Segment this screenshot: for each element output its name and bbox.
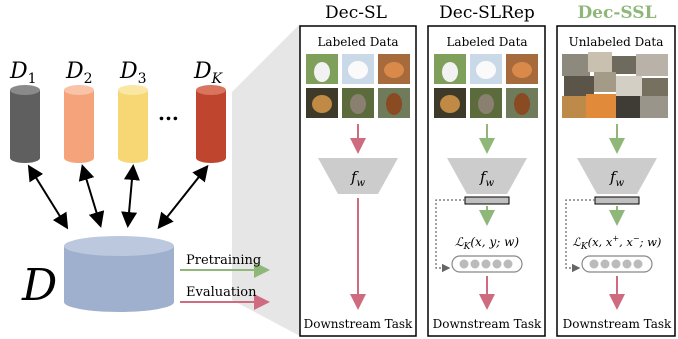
downstream-label-dec-slrep: Downstream Task	[433, 317, 542, 331]
source-dataset-3: D3	[118, 59, 148, 163]
source-label-2: D2	[65, 59, 93, 87]
data-label-dec-ssl: Unlabeled Data	[569, 35, 664, 49]
panel-dec-ssl: Unlabeled Data fw ℒK(x, x+, x−; w) Downs…	[556, 25, 676, 337]
central-dataset-label: D	[21, 260, 57, 311]
feature-bar-dec-slrep	[464, 196, 510, 205]
data-label-dec-sl: Labeled Data	[317, 35, 398, 49]
central-dataset	[64, 236, 174, 312]
evaluation-label: Evaluation	[186, 285, 257, 300]
image-collage-dec-ssl	[562, 52, 668, 118]
source-label-3: D3	[119, 59, 147, 87]
source-label-1: D1	[9, 59, 37, 87]
encoder-dec-slrep	[447, 158, 527, 194]
zoom-funnel	[232, 24, 300, 336]
column-title-dec-ssl: Dec-SSL	[577, 3, 656, 23]
ellipsis: ...	[158, 101, 179, 125]
encoder-dec-sl	[318, 158, 398, 194]
downstream-label-dec-ssl: Downstream Task	[563, 317, 672, 331]
column-title-dec-sl: Dec-SL	[325, 3, 387, 23]
image-grid-dec-slrep	[434, 54, 538, 118]
source-dataset-1: D1	[9, 59, 40, 163]
source-dataset-2: D2	[64, 59, 94, 163]
column-title-dec-slrep: Dec-SLRep	[439, 3, 535, 23]
data-label-dec-slrep: Labeled Data	[446, 35, 527, 49]
feature-bar-dec-ssl	[594, 196, 640, 205]
panel-dec-slrep: Labeled Data fw ℒK(x, y; w) Downstream T…	[427, 25, 546, 337]
loss-label-dec-slrep: ℒK(x, y; w)	[455, 235, 519, 252]
panel-dec-sl: Labeled Data fw Downstream Task	[299, 25, 417, 337]
pretraining-label: Pretraining	[186, 253, 261, 268]
encoder-dec-ssl	[577, 158, 657, 194]
source-dataset-k: DK	[193, 59, 226, 163]
downstream-label-dec-sl: Downstream Task	[304, 317, 413, 331]
image-grid-dec-sl	[306, 54, 410, 118]
source-arrows	[27, 164, 209, 230]
source-label-k: DK	[193, 59, 224, 87]
